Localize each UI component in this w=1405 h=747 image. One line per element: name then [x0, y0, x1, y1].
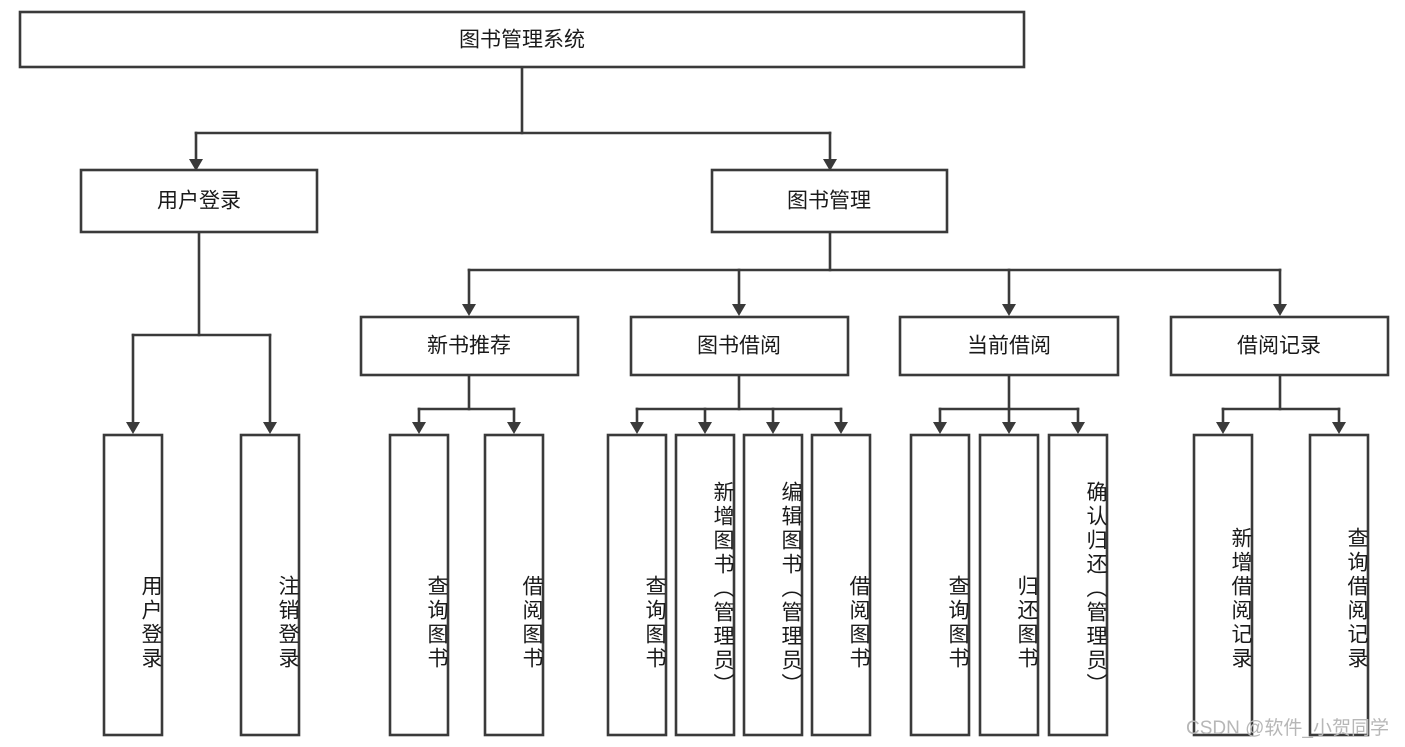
- connector-group-book-borrow: [630, 373, 848, 434]
- connector-group-user-login: [126, 230, 277, 434]
- connector-group-book-manage: [462, 230, 1287, 316]
- label-user-login: 用户登录: [157, 190, 241, 213]
- connector-group-new-book: [412, 373, 521, 434]
- node-box-book-borrow[interactable]: [629, 315, 850, 377]
- label-new-book-recommend: 新书推荐: [427, 335, 511, 358]
- node-box-leaf-new-book-1[interactable]: [388, 433, 450, 737]
- connector-group-borrow-record: [1216, 373, 1346, 434]
- node-box-leaf-book-borrow-4[interactable]: [810, 433, 872, 737]
- node-box-leaf-current-borrow-3[interactable]: [1047, 433, 1109, 737]
- node-box-new-book-recommend[interactable]: [359, 315, 580, 377]
- node-box-leaf-new-book-2[interactable]: [483, 433, 545, 737]
- label-root: 图书管理系统: [459, 29, 585, 52]
- node-box-leaf-current-borrow-1[interactable]: [909, 433, 971, 737]
- node-box-current-borrow[interactable]: [898, 315, 1120, 377]
- label-current-borrow: 当前借阅: [967, 335, 1051, 358]
- label-book-manage: 图书管理: [787, 190, 871, 213]
- node-box-book-manage[interactable]: [710, 168, 949, 234]
- node-box-borrow-record[interactable]: [1169, 315, 1390, 377]
- node-box-leaf-user-login-2[interactable]: [239, 433, 301, 737]
- node-box-root[interactable]: [18, 10, 1026, 69]
- node-box-leaf-borrow-record-2[interactable]: [1308, 433, 1370, 737]
- node-box-leaf-user-login-1[interactable]: [102, 433, 164, 737]
- node-box-user-login[interactable]: [79, 168, 319, 234]
- node-box-leaf-current-borrow-2[interactable]: [978, 433, 1040, 737]
- connector-group-root: [189, 65, 837, 171]
- node-box-leaf-borrow-record-1[interactable]: [1192, 433, 1254, 737]
- node-box-leaf-book-borrow-2[interactable]: [674, 433, 736, 737]
- node-box-leaf-book-borrow-3[interactable]: [742, 433, 804, 737]
- label-book-borrow: 图书借阅: [697, 335, 781, 358]
- connector-group-current-borrow: [933, 373, 1085, 434]
- node-box-leaf-book-borrow-1[interactable]: [606, 433, 668, 737]
- watermark-text: CSDN @软件_小贺同学: [1186, 718, 1389, 739]
- label-borrow-record: 借阅记录: [1237, 335, 1321, 358]
